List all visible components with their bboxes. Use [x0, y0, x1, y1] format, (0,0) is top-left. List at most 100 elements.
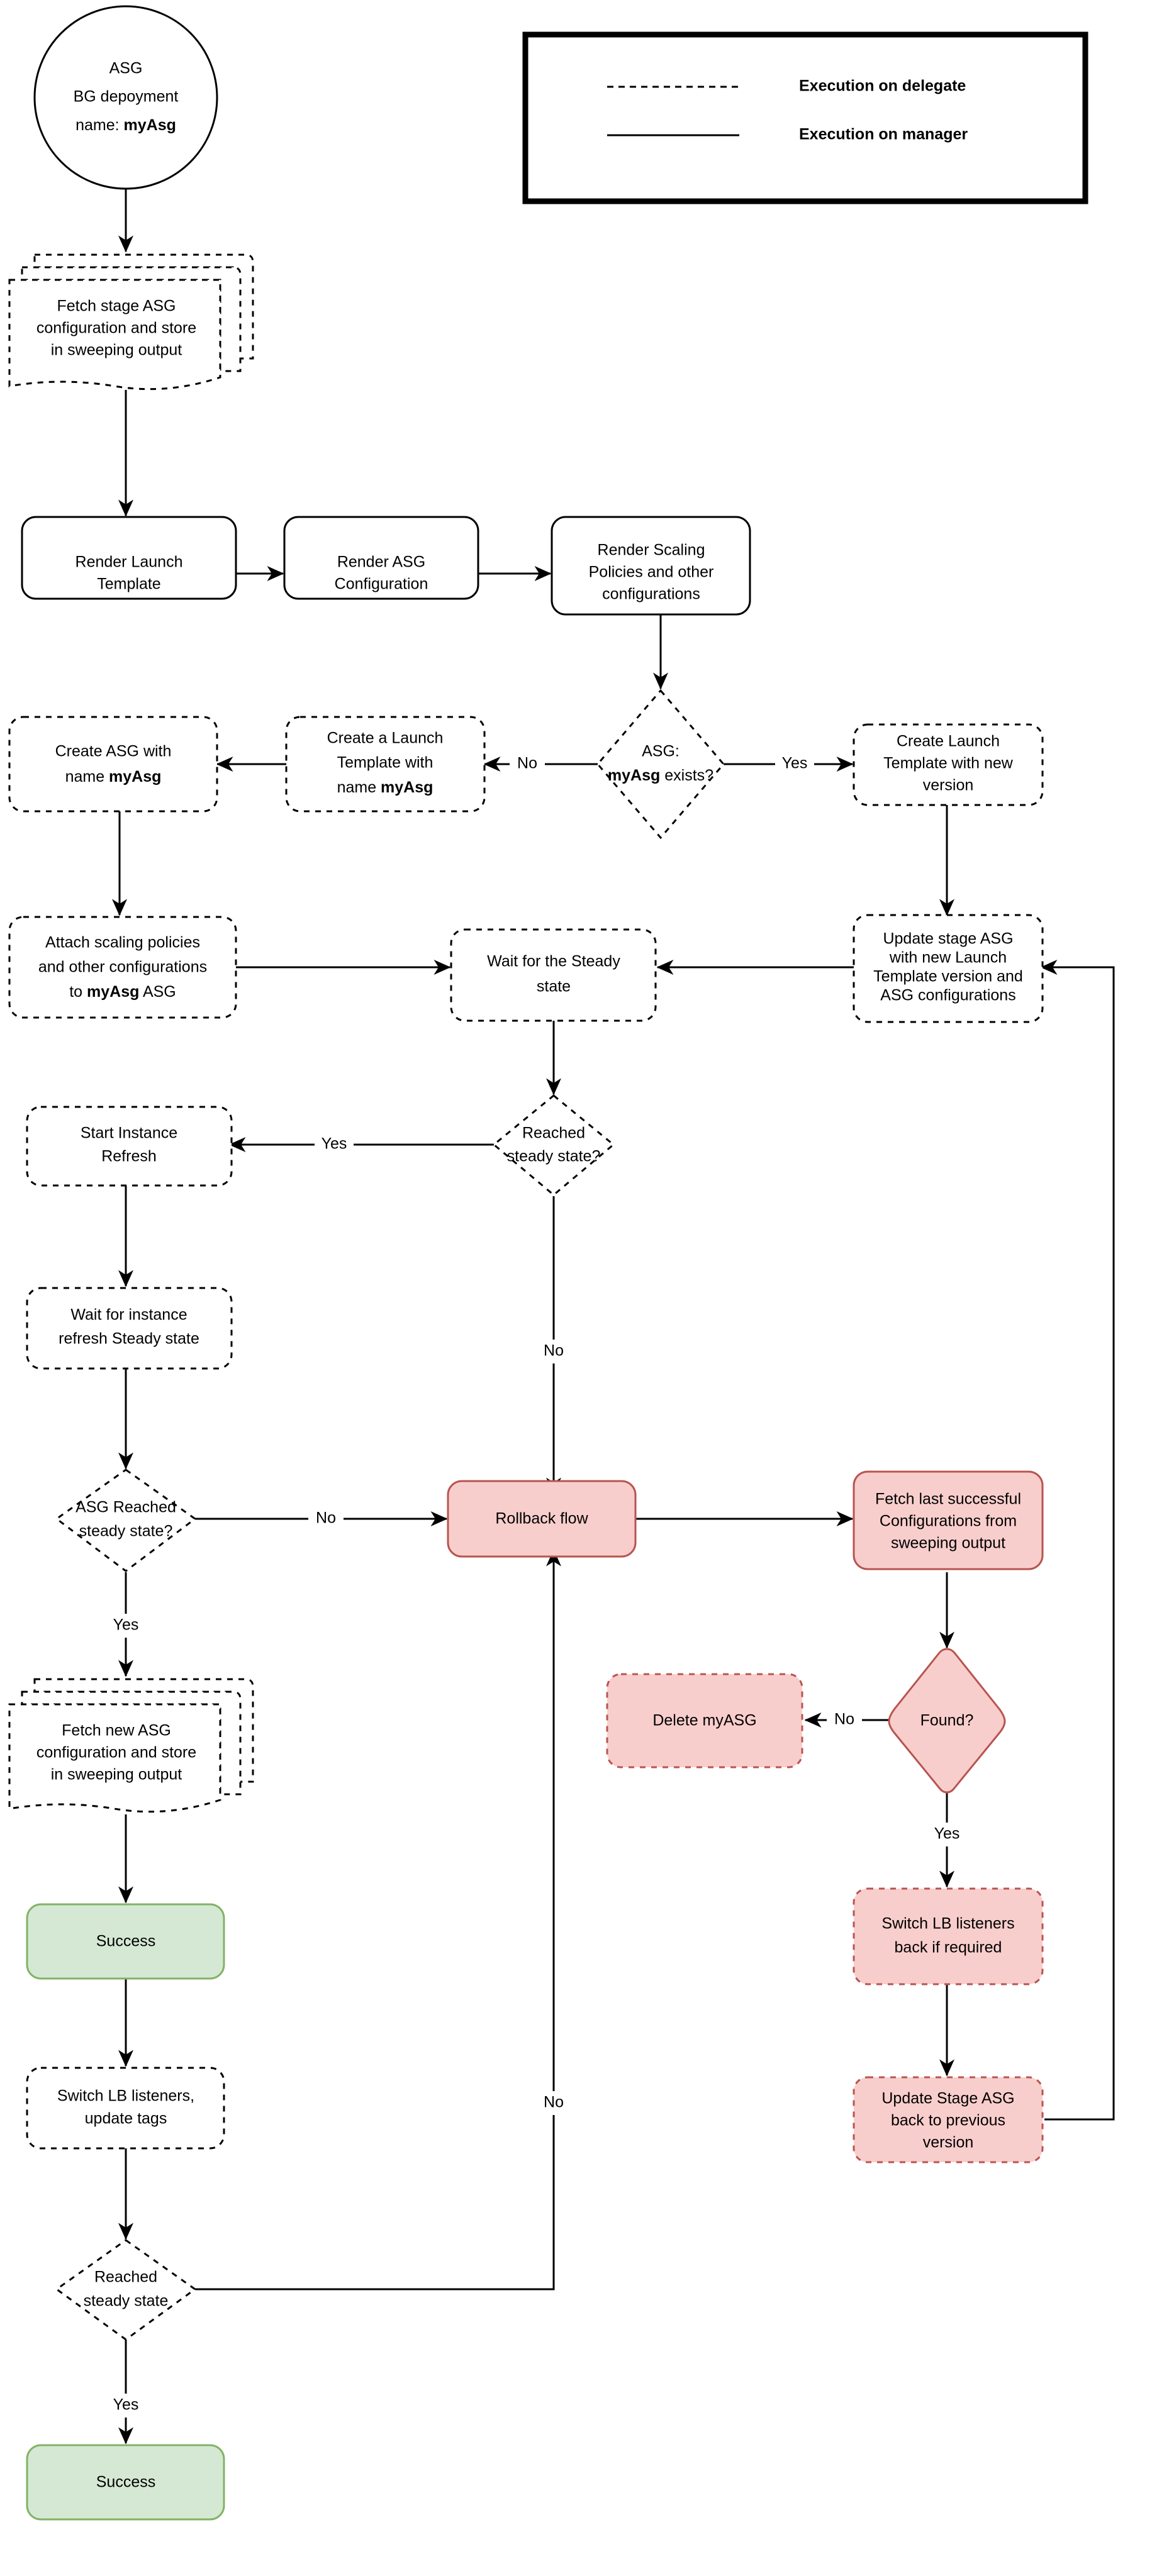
edge-label-found-yes: Yes [934, 1825, 960, 1843]
legend-delegate-label: Execution on delegate [799, 77, 966, 95]
wait-steady-line1: Wait for the Steady [487, 953, 620, 970]
update-stage-back-line2: back to previous [891, 2112, 1005, 2129]
legend: Execution on delegate Execution on manag… [522, 31, 1088, 204]
node-switch-lb-tags[interactable]: Switch LB listeners, update tags [26, 2067, 225, 2150]
node-wait-instance-refresh[interactable]: Wait for instance refresh Steady state [26, 1287, 233, 1370]
create-asg-line2: name myAsg [65, 768, 162, 786]
fetch-stage-line3: in sweeping output [51, 341, 182, 359]
node-update-stage-asg[interactable]: Update stage ASG with new Launch Templat… [853, 914, 1044, 1023]
update-stage-asg-box[interactable] [853, 914, 1044, 1023]
success-2-box[interactable] [26, 2444, 225, 2521]
node-reached-steady-state-decision[interactable]: Reached steady state? [492, 1094, 615, 1196]
node-create-asg[interactable]: Create ASG with name myAsg [8, 716, 218, 813]
create-lt-new-line2: Template with new [883, 755, 1014, 772]
success-1-label: Success [96, 1933, 155, 1950]
fetch-new-doc-back2 [33, 1678, 254, 1783]
start-ellipse[interactable] [33, 5, 218, 190]
attach-scaling-line1: Attach scaling policies [45, 934, 200, 952]
node-switch-lb-back[interactable]: Switch LB listeners back if required [853, 1887, 1044, 1985]
node-create-launch-template-named[interactable]: Create a Launch Template with name myAsg [285, 716, 486, 813]
reached-steady-final-diamond[interactable] [55, 2239, 197, 2341]
node-fetch-new-asg[interactable]: Fetch new ASG configuration and store in… [8, 1678, 254, 1813]
node-render-launch-template[interactable]: Render Launch Template [21, 516, 237, 600]
node-render-asg-configuration[interactable]: Render ASG Configuration [283, 516, 479, 600]
render-scaling-line2: Policies and other [589, 564, 714, 581]
node-render-scaling-policies[interactable]: Render Scaling Policies and other config… [551, 516, 751, 616]
render-asg-config-box[interactable] [283, 516, 479, 600]
wait-instance-refresh-box[interactable] [26, 1287, 233, 1370]
wait-steady-box[interactable] [450, 928, 657, 1022]
render-scaling-box[interactable] [551, 516, 751, 616]
render-lt-line1: Render Launch [75, 553, 183, 571]
update-stage-back-line1: Update Stage ASG [881, 2090, 1014, 2107]
fetch-last-successful-box[interactable] [853, 1470, 1044, 1570]
render-scaling-line1: Render Scaling [598, 541, 705, 559]
render-launch-template-box[interactable] [21, 516, 237, 600]
node-delete-myasg[interactable]: Delete myASG [606, 1673, 803, 1768]
edge-label-asg-reached-yes: Yes [113, 1616, 139, 1634]
fetch-stage-line1: Fetch stage ASG [57, 297, 176, 315]
rollback-flow-box[interactable] [447, 1480, 637, 1558]
update-stage-back-box[interactable] [853, 2076, 1044, 2163]
start-line3-bold: myAsg [124, 116, 176, 134]
switch-lb-back-box[interactable] [853, 1887, 1044, 1985]
fetch-stage-doc-back1 [21, 266, 242, 372]
asg-reached-steady-diamond[interactable] [55, 1468, 197, 1572]
reached-steady-diamond[interactable] [492, 1094, 615, 1196]
update-stage-line1: Update stage ASG [883, 930, 1013, 948]
found-diamond[interactable] [888, 1648, 1006, 1794]
node-rollback-flow[interactable]: Rollback flow [447, 1480, 637, 1558]
fetch-last-line3: sweeping output [891, 1535, 1005, 1552]
node-fetch-last-successful[interactable]: Fetch last successful Configurations fro… [853, 1470, 1044, 1570]
create-asg-box[interactable] [8, 716, 218, 813]
node-create-launch-template-new[interactable]: Create Launch Template with new version [853, 723, 1044, 806]
final-steady-line1: Reached [94, 2268, 157, 2286]
switch-lb-tags-line2: update tags [85, 2110, 167, 2128]
render-asg-line2: Configuration [335, 575, 428, 593]
attach-scaling-box[interactable] [8, 916, 237, 1019]
legend-box [522, 31, 1088, 204]
edge-label-asg-exists-no: No [517, 755, 537, 772]
node-asg-exists-decision[interactable]: ASG: myAsg exists? [596, 689, 725, 840]
wait-refresh-line2: refresh Steady state [59, 1330, 199, 1348]
node-success-1[interactable]: Success [26, 1903, 225, 1980]
node-success-2[interactable]: Success [26, 2444, 225, 2521]
update-stage-line2: with new Launch [889, 949, 1007, 967]
create-lt-named-box[interactable] [285, 716, 486, 813]
create-lt-named-prefix: name [337, 779, 381, 796]
success-2-label: Success [96, 2473, 155, 2491]
create-lt-named-bold: myAsg [381, 779, 433, 796]
start-instance-refresh-box[interactable] [26, 1106, 233, 1187]
edge-labels-layer: No Yes Yes No No Yes No Yes No Yes [106, 752, 966, 2418]
edge-label-found-no: No [834, 1711, 854, 1728]
node-wait-steady-state[interactable]: Wait for the Steady state [450, 928, 657, 1022]
edge-label-final-steady-no: No [544, 2094, 564, 2111]
delete-myasg-box[interactable] [606, 1673, 803, 1768]
attach-scaling-line2: and other configurations [38, 958, 207, 976]
edge-label-reached-steady-yes: Yes [322, 1135, 347, 1153]
create-lt-new-line1: Create Launch [897, 733, 1000, 750]
edge-label-final-steady-yes: Yes [113, 2396, 139, 2414]
edge-update-back-return [1040, 960, 1115, 2121]
success-1-box[interactable] [26, 1903, 225, 1980]
node-start-instance-refresh[interactable]: Start Instance Refresh [26, 1106, 233, 1187]
create-asg-prefix: name [65, 768, 109, 786]
fetch-stage-line2: configuration and store [36, 319, 196, 337]
switch-lb-tags-box[interactable] [26, 2067, 225, 2150]
create-lt-new-box[interactable] [853, 723, 1044, 806]
attach-scaling-bold: myAsg [87, 983, 139, 1001]
node-asg-reached-steady-decision[interactable]: ASG Reached steady state? [55, 1468, 197, 1572]
node-start[interactable]: ASG BG depoyment name: myAsg [33, 5, 218, 190]
asg-exists-diamond[interactable] [596, 689, 725, 840]
node-reached-steady-final-decision[interactable]: Reached steady state [55, 2239, 197, 2341]
node-update-stage-back[interactable]: Update Stage ASG back to previous versio… [853, 2076, 1044, 2163]
node-found-decision[interactable]: Found? [888, 1648, 1006, 1794]
render-scaling-line3: configurations [602, 586, 700, 603]
start-refresh-line2: Refresh [101, 1148, 157, 1165]
asg-reached-line2: steady state? [79, 1523, 173, 1540]
create-asg-line1: Create ASG with [55, 743, 172, 760]
create-lt-named-line1: Create a Launch [327, 730, 444, 747]
node-fetch-stage-asg[interactable]: Fetch stage ASG configuration and store … [8, 253, 254, 391]
node-attach-scaling-policies[interactable]: Attach scaling policies and other config… [8, 916, 237, 1019]
